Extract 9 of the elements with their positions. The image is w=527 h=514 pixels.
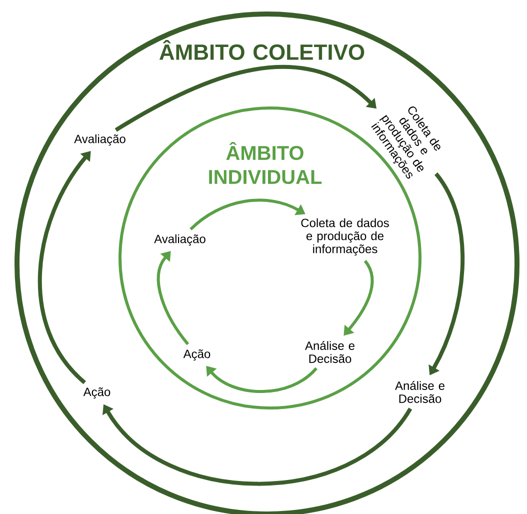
step-label: Ação [183, 349, 210, 361]
step-label: Avaliação [154, 234, 206, 246]
step-label: Coleta de dados e produção de informações [301, 218, 389, 256]
step-label: Análise e Decisão [395, 381, 444, 403]
step-label: Avaliação [74, 134, 126, 146]
step-label: Ação [83, 387, 110, 399]
circle-title: ÂMBITO INDIVIDUAL [209, 142, 322, 184]
step-label: Análise e Decisão [305, 341, 354, 363]
circle-title: ÂMBITO COLETIVO [159, 40, 364, 60]
